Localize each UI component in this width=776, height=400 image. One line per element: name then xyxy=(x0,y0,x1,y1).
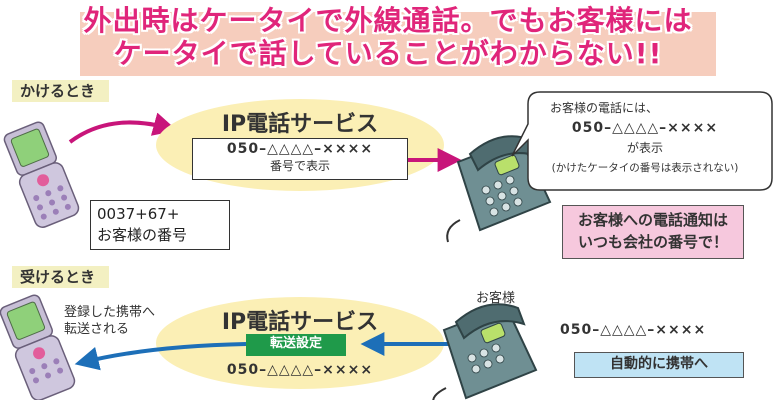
outgoing-number-box: 050–△△△△–×××× 番号で表示 xyxy=(192,138,408,180)
page-title: 外出時はケータイで外線通話。でもお客様には ケータイで話していることがわからない… xyxy=(40,4,736,70)
callout-line-2: 050–△△△△–×××× xyxy=(571,120,719,136)
callout-line-3: が表示 xyxy=(626,141,663,155)
title-line-2: ケータイで話していることがわからない!! xyxy=(113,37,663,70)
transfer-setting-tag: 転送設定 xyxy=(246,334,346,356)
outgoing-service-title: IP電話サービス xyxy=(221,112,379,137)
notice-line-2: いつも会社の番号で！ xyxy=(577,233,728,251)
forward-text-line-1: 登録した携帯へ xyxy=(64,305,156,320)
notice-line-1: お客様への電話通知は xyxy=(577,211,728,229)
forward-text: 登録した携帯へ 転送される xyxy=(64,304,155,338)
auto-forward-box: 自動的に携帯へ xyxy=(574,352,744,378)
callout-bubble xyxy=(511,91,773,191)
forward-text-line-2: 転送される xyxy=(64,322,130,337)
incoming-section-label: 受けるとき xyxy=(12,266,110,288)
outgoing-section-label: かけるとき xyxy=(12,80,110,102)
dial-instruction-box: 0037+67+ お客様の番号 xyxy=(90,200,230,250)
incoming-arrow-2 xyxy=(74,342,247,371)
dial-line-2: お客様の番号 xyxy=(97,226,188,244)
notice-box: お客様への電話通知は いつも会社の番号で！ xyxy=(562,205,744,259)
incoming-service-title: IP電話サービス xyxy=(221,310,379,335)
cellphone-icon-incoming xyxy=(0,294,76,400)
customer-number: 050–△△△△–×××× xyxy=(560,322,707,338)
title-line-1: 外出時はケータイで外線通話。でもお客様には xyxy=(83,4,693,37)
caller-display-callout: お客様の電話には、 050–△△△△–×××× が表示 (かけたケータイの番号は… xyxy=(530,88,774,188)
customer-label: お客様 xyxy=(476,291,516,306)
outgoing-number: 050–△△△△–×××× xyxy=(226,141,374,157)
desk-phone-icon-incoming xyxy=(432,303,538,400)
callout-line-1: お客様の電話には、 xyxy=(550,101,659,115)
outgoing-arrow-1 xyxy=(68,112,178,144)
callout-line-4: (かけたケータイの番号は表示されない) xyxy=(551,162,739,174)
dial-line-1: 0037+67+ xyxy=(97,205,180,223)
incoming-number: 050–△△△△–×××× xyxy=(226,362,374,378)
title-background xyxy=(80,12,716,76)
outgoing-number-caption: 番号で表示 xyxy=(269,159,330,173)
cellphone-icon xyxy=(3,121,80,228)
